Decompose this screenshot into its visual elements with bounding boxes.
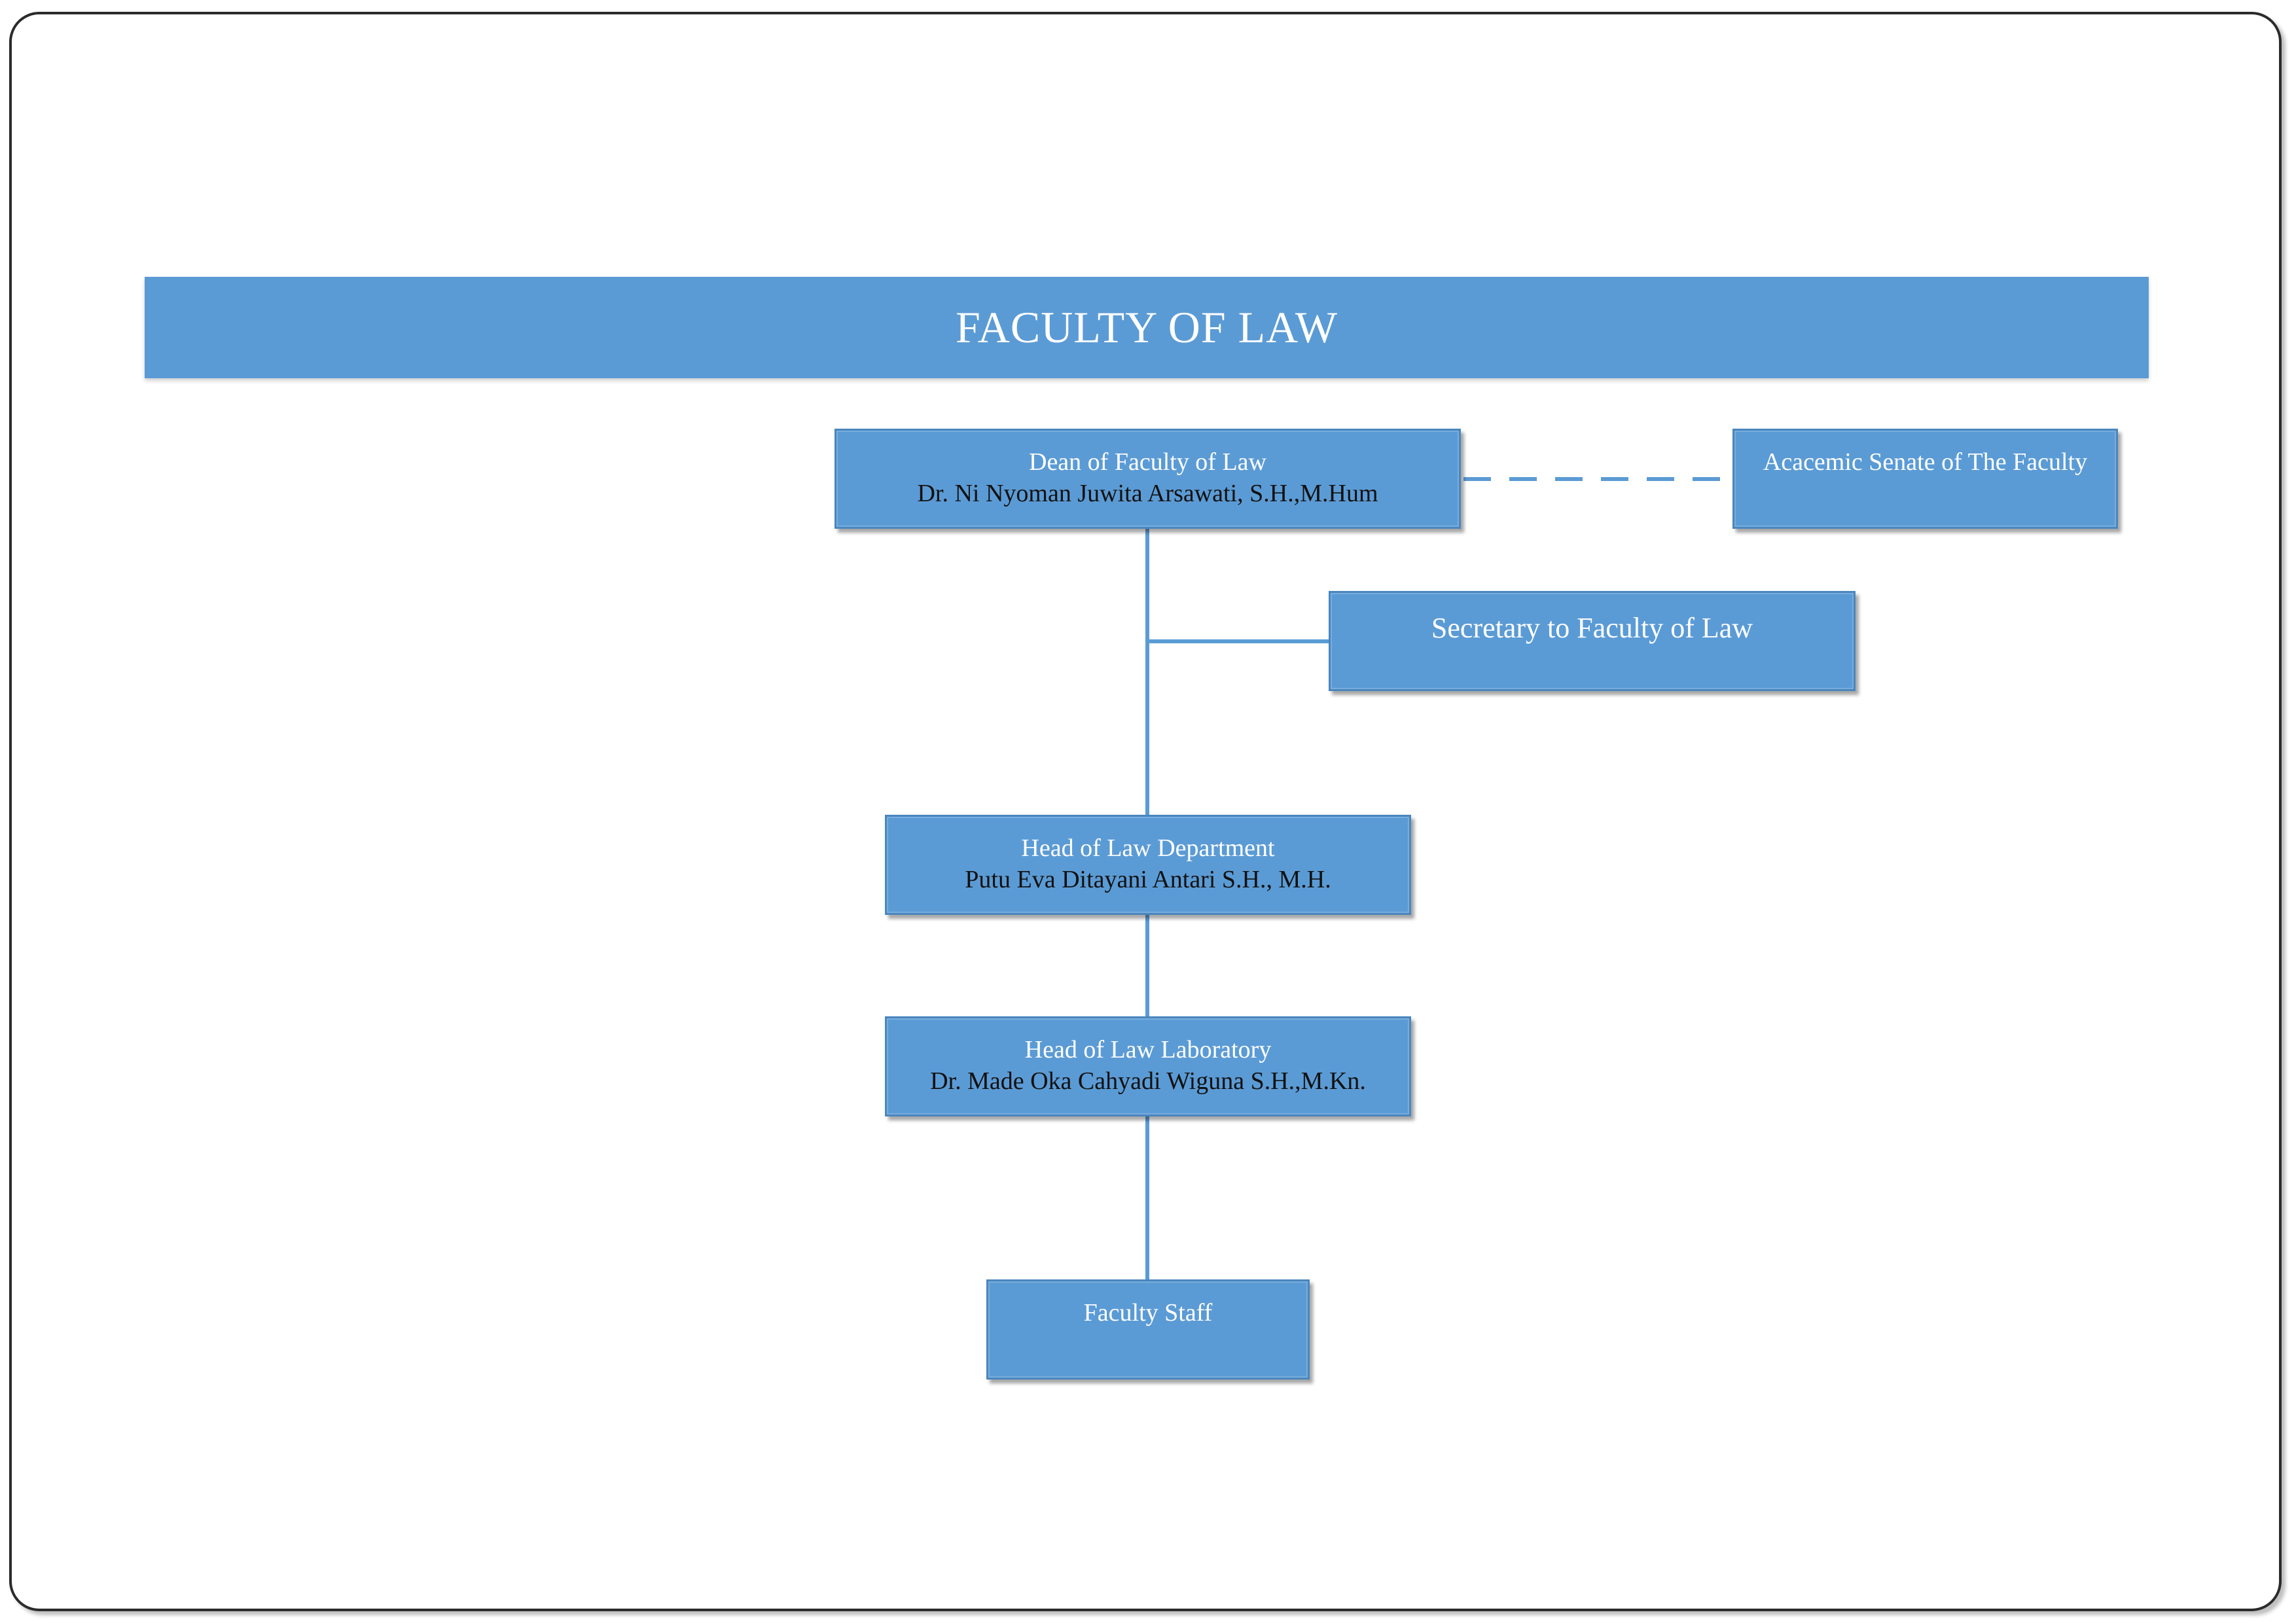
node-head-lab-name: Dr. Made Oka Cahyadi Wiguna S.H.,M.Kn. bbox=[930, 1067, 1366, 1095]
node-dean: Dean of Faculty of Law Dr. Ni Nyoman Juw… bbox=[834, 429, 1461, 529]
title-banner: FACULTY OF LAW bbox=[145, 277, 2149, 378]
node-dean-role: Dean of Faculty of Law bbox=[1029, 448, 1266, 476]
node-secretary-role: Secretary to Faculty of Law bbox=[1431, 612, 1753, 644]
chart-title: FACULTY OF LAW bbox=[955, 302, 1338, 352]
node-staff-role: Faculty Staff bbox=[1083, 1299, 1213, 1327]
node-head-lab-role: Head of Law Laboratory bbox=[1024, 1036, 1272, 1063]
node-head-dept-role: Head of Law Department bbox=[1021, 834, 1275, 862]
node-senate-role: Acacemic Senate of The Faculty bbox=[1763, 448, 2088, 476]
node-faculty-staff: Faculty Staff bbox=[986, 1279, 1310, 1380]
node-head-dept-name: Putu Eva Ditayani Antari S.H., M.H. bbox=[965, 866, 1331, 893]
node-academic-senate: Acacemic Senate of The Faculty bbox=[1732, 429, 2118, 529]
node-head-law-department: Head of Law Department Putu Eva Ditayani… bbox=[885, 815, 1411, 915]
node-dean-name: Dr. Ni Nyoman Juwita Arsawati, S.H.,M.Hu… bbox=[917, 480, 1378, 507]
node-secretary: Secretary to Faculty of Law bbox=[1329, 591, 1856, 691]
node-head-law-laboratory: Head of Law Laboratory Dr. Made Oka Cahy… bbox=[885, 1016, 1411, 1116]
